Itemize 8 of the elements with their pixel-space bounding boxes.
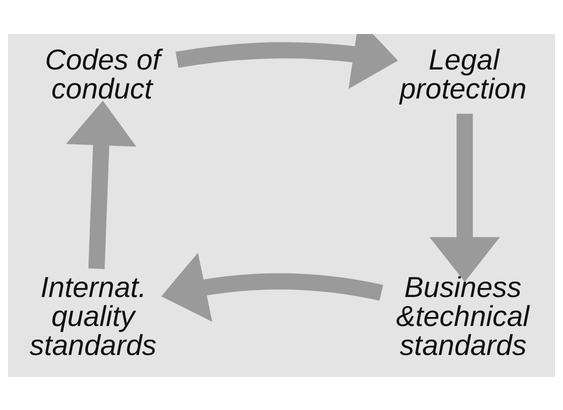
- arrow: [161, 252, 383, 322]
- arrow: [430, 113, 500, 282]
- node-text: Internat. quality standards: [30, 272, 156, 362]
- arrow: [66, 100, 136, 269]
- node-text: Business &technical standards: [396, 272, 530, 362]
- node-text: Codes of conduct: [45, 44, 161, 106]
- node-text: Legal protection: [400, 44, 527, 106]
- arrow: [176, 34, 398, 88]
